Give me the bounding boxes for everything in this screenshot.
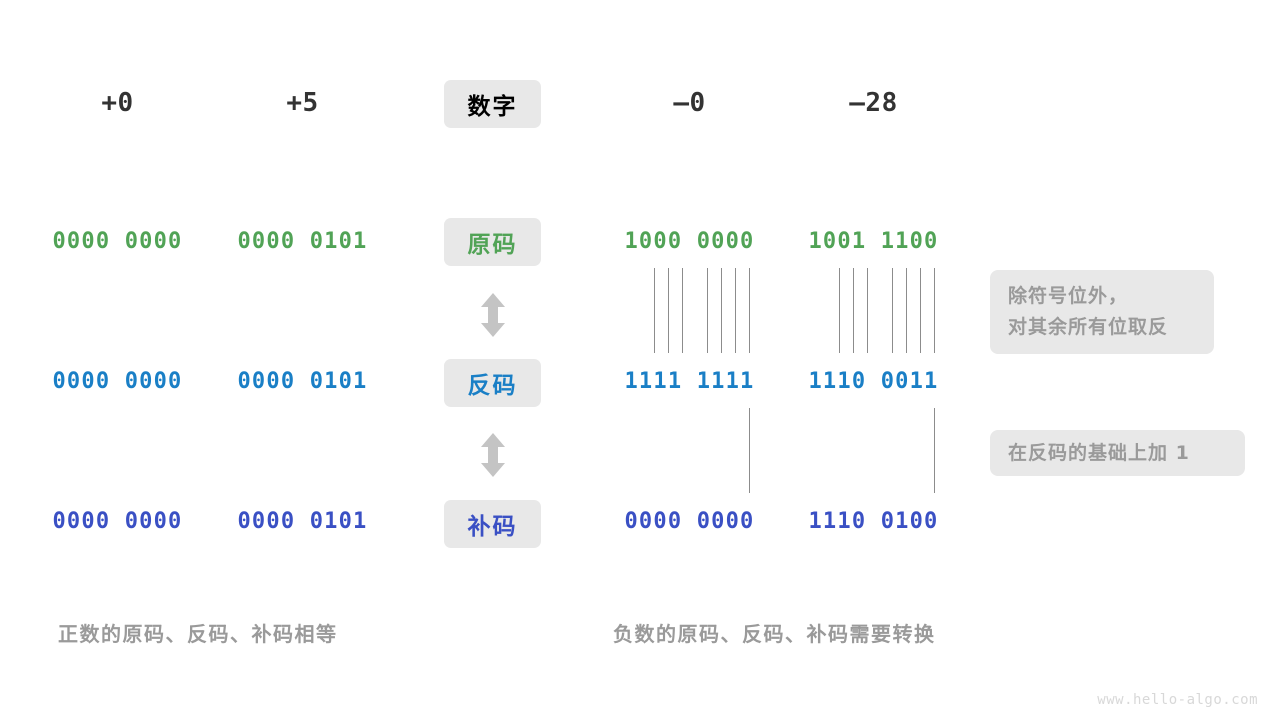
row-label-sign-magnitude-text: 原码 (467, 232, 518, 258)
row-label-twos-complement-text: 补码 (467, 514, 518, 540)
connector-tick (721, 268, 722, 353)
column-header-neg-zero: –0 (673, 88, 706, 118)
cell-sign-magnitude-neg-28: 1001 1100 (808, 229, 939, 254)
column-header-pos-five: +5 (286, 88, 319, 118)
connector-tick (839, 268, 840, 353)
connector-tick (749, 408, 750, 493)
note-add-one-line1: 在反码的基础上加 1 (1008, 441, 1190, 464)
cell-ones-complement-neg-28: 1110 0011 (808, 369, 939, 394)
cell-ones-complement-neg-zero: 1111 1111 (624, 369, 755, 394)
connector-tick (920, 268, 921, 353)
note-invert-bits-line1: 除符号位外， (1008, 285, 1129, 307)
row-label-twos-complement: 补码 (444, 500, 541, 548)
cell-sign-magnitude-pos-zero: 0000 0000 (52, 229, 183, 254)
connector-tick (707, 268, 708, 353)
double-arrow-icon-bottom (478, 431, 508, 483)
connector-tick (749, 268, 750, 353)
connector-tick (735, 268, 736, 353)
cell-twos-complement-pos-five: 0000 0101 (237, 509, 368, 534)
row-label-sign-magnitude: 原码 (444, 218, 541, 266)
connector-tick (867, 268, 868, 353)
connector-tick (668, 268, 669, 353)
cell-sign-magnitude-pos-five: 0000 0101 (237, 229, 368, 254)
row-label-number: 数字 (444, 80, 541, 128)
column-header-neg-28: –28 (849, 88, 898, 118)
cell-twos-complement-neg-28: 1110 0100 (808, 509, 939, 534)
connector-tick (934, 268, 935, 353)
caption-positive: 正数的原码、反码、补码相等 (58, 622, 338, 646)
connector-tick (654, 268, 655, 353)
row-label-ones-complement: 反码 (444, 359, 541, 407)
double-arrow-icon-top (478, 291, 508, 343)
connector-tick (892, 268, 893, 353)
note-invert-bits-line2: 对其余所有位取反 (1008, 316, 1169, 338)
note-add-one: 在反码的基础上加 1 (990, 430, 1245, 476)
connector-tick (906, 268, 907, 353)
row-label-number-text: 数字 (467, 94, 518, 120)
cell-sign-magnitude-neg-zero: 1000 0000 (624, 229, 755, 254)
cell-ones-complement-pos-five: 0000 0101 (237, 369, 368, 394)
connector-tick (853, 268, 854, 353)
note-invert-bits: 除符号位外， 对其余所有位取反 (990, 270, 1214, 354)
caption-negative: 负数的原码、反码、补码需要转换 (613, 622, 936, 646)
connector-tick (682, 268, 683, 353)
watermark: www.hello-algo.com (1097, 692, 1258, 708)
cell-ones-complement-pos-zero: 0000 0000 (52, 369, 183, 394)
cell-twos-complement-neg-zero: 0000 0000 (624, 509, 755, 534)
cell-twos-complement-pos-zero: 0000 0000 (52, 509, 183, 534)
column-header-pos-zero: +0 (101, 88, 134, 118)
row-label-ones-complement-text: 反码 (467, 373, 518, 399)
connector-tick (934, 408, 935, 493)
